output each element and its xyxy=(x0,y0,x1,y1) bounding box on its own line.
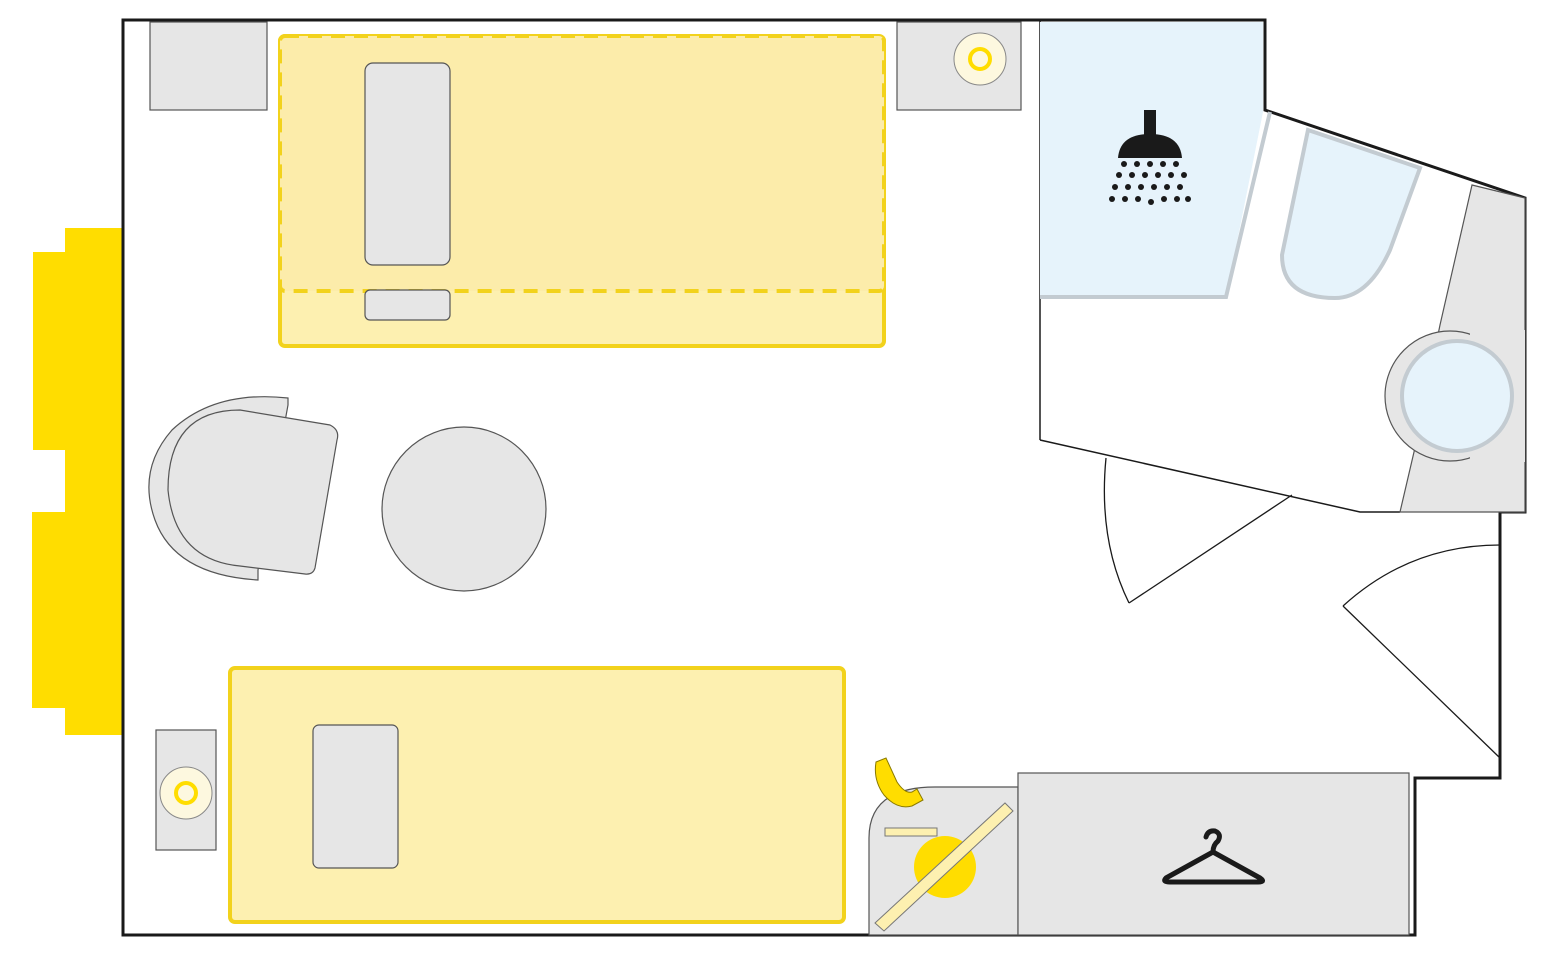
wardrobe xyxy=(1017,772,1410,936)
entrance-door xyxy=(1342,544,1501,759)
bathroom-door xyxy=(1103,457,1293,604)
round-table xyxy=(381,426,547,592)
telephone-icon xyxy=(874,757,924,808)
vanity-desk xyxy=(868,757,1019,936)
sink xyxy=(1384,184,1526,513)
lamp-icon xyxy=(953,32,1007,86)
nightstand-lamp-bottom xyxy=(155,729,217,851)
mirror xyxy=(874,802,1014,932)
lamp-icon xyxy=(159,766,213,820)
toilet xyxy=(1279,127,1423,301)
bed-pillow xyxy=(364,289,451,321)
bed-pillow xyxy=(312,724,399,869)
sink-basin xyxy=(1400,339,1514,453)
nightstand-top-left xyxy=(149,21,268,111)
lower-bed xyxy=(228,666,846,924)
berth-pillow xyxy=(364,62,451,266)
shower xyxy=(1040,22,1272,299)
shower-icon xyxy=(1109,110,1191,205)
window xyxy=(32,228,122,735)
coat-hanger-icon xyxy=(1162,828,1266,885)
armchair xyxy=(148,396,339,581)
upper-bed xyxy=(278,34,886,348)
nightstand-lamp-top xyxy=(896,21,1022,111)
